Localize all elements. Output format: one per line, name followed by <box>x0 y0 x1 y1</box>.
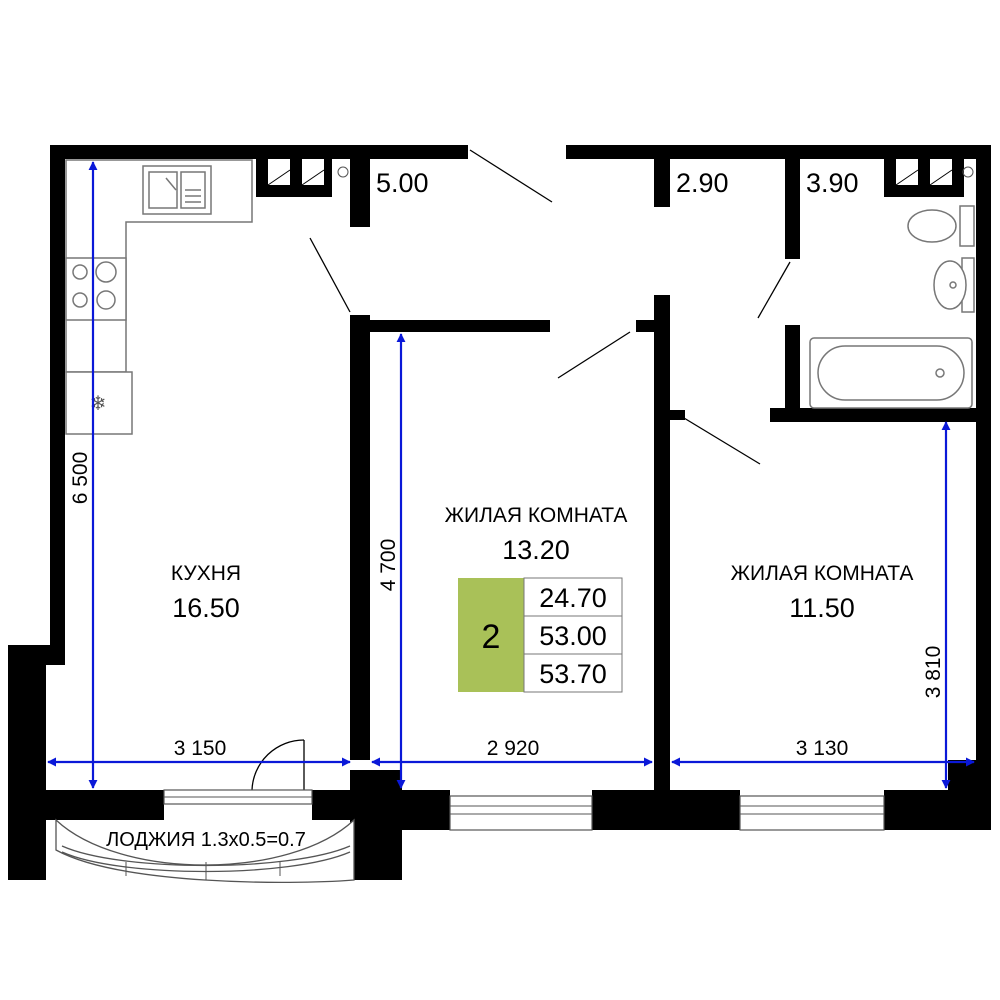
living2-height-dim: 3 810 <box>922 646 945 699</box>
ventilation-shafts <box>267 159 974 186</box>
living2-name: ЖИЛАЯ КОМНАТА <box>731 562 914 585</box>
bath-area: 3.90 <box>806 168 859 198</box>
sink-icon <box>142 165 212 215</box>
living1-name: ЖИЛАЯ КОМНАТА <box>445 504 628 527</box>
area-summary-badge: 2 24.70 53.00 53.70 <box>458 577 623 693</box>
living-area: 24.70 <box>539 583 607 613</box>
dimension-lines <box>47 161 975 789</box>
wc-area: 2.90 <box>676 168 729 198</box>
kitchen-name: КУХНЯ <box>171 562 241 585</box>
stove-icon <box>65 257 127 321</box>
living1-height-dim: 4 700 <box>377 539 400 592</box>
rooms-count-badge <box>458 578 524 692</box>
rooms-count: 2 <box>482 618 501 656</box>
walls <box>8 145 991 880</box>
kitchen-area: 16.50 <box>172 593 240 623</box>
bathroom-fixtures <box>809 205 975 409</box>
windows <box>163 789 885 831</box>
loggia-label: ЛОДЖИЯ 1.3х0.5=0.7 <box>106 829 306 851</box>
living2-area: 11.50 <box>789 593 855 623</box>
kitchen-width-dim: 3 150 <box>174 737 227 760</box>
bathtub-icon <box>809 337 973 409</box>
doors <box>251 149 791 791</box>
loggia <box>55 818 355 884</box>
hall-area: 5.00 <box>376 168 429 198</box>
living1-area: 13.20 <box>502 535 570 565</box>
fridge-snowflake-icon: ❄ <box>65 371 133 435</box>
washbasin-icon <box>933 257 975 313</box>
toilet-icon <box>907 205 975 247</box>
living2-width-dim: 3 130 <box>796 737 849 760</box>
total-area: 53.00 <box>539 621 607 651</box>
living1-width-dim: 2 920 <box>487 737 540 760</box>
total-with-loggia: 53.70 <box>539 659 607 689</box>
kitchen-height-dim: 6 500 <box>69 452 92 505</box>
